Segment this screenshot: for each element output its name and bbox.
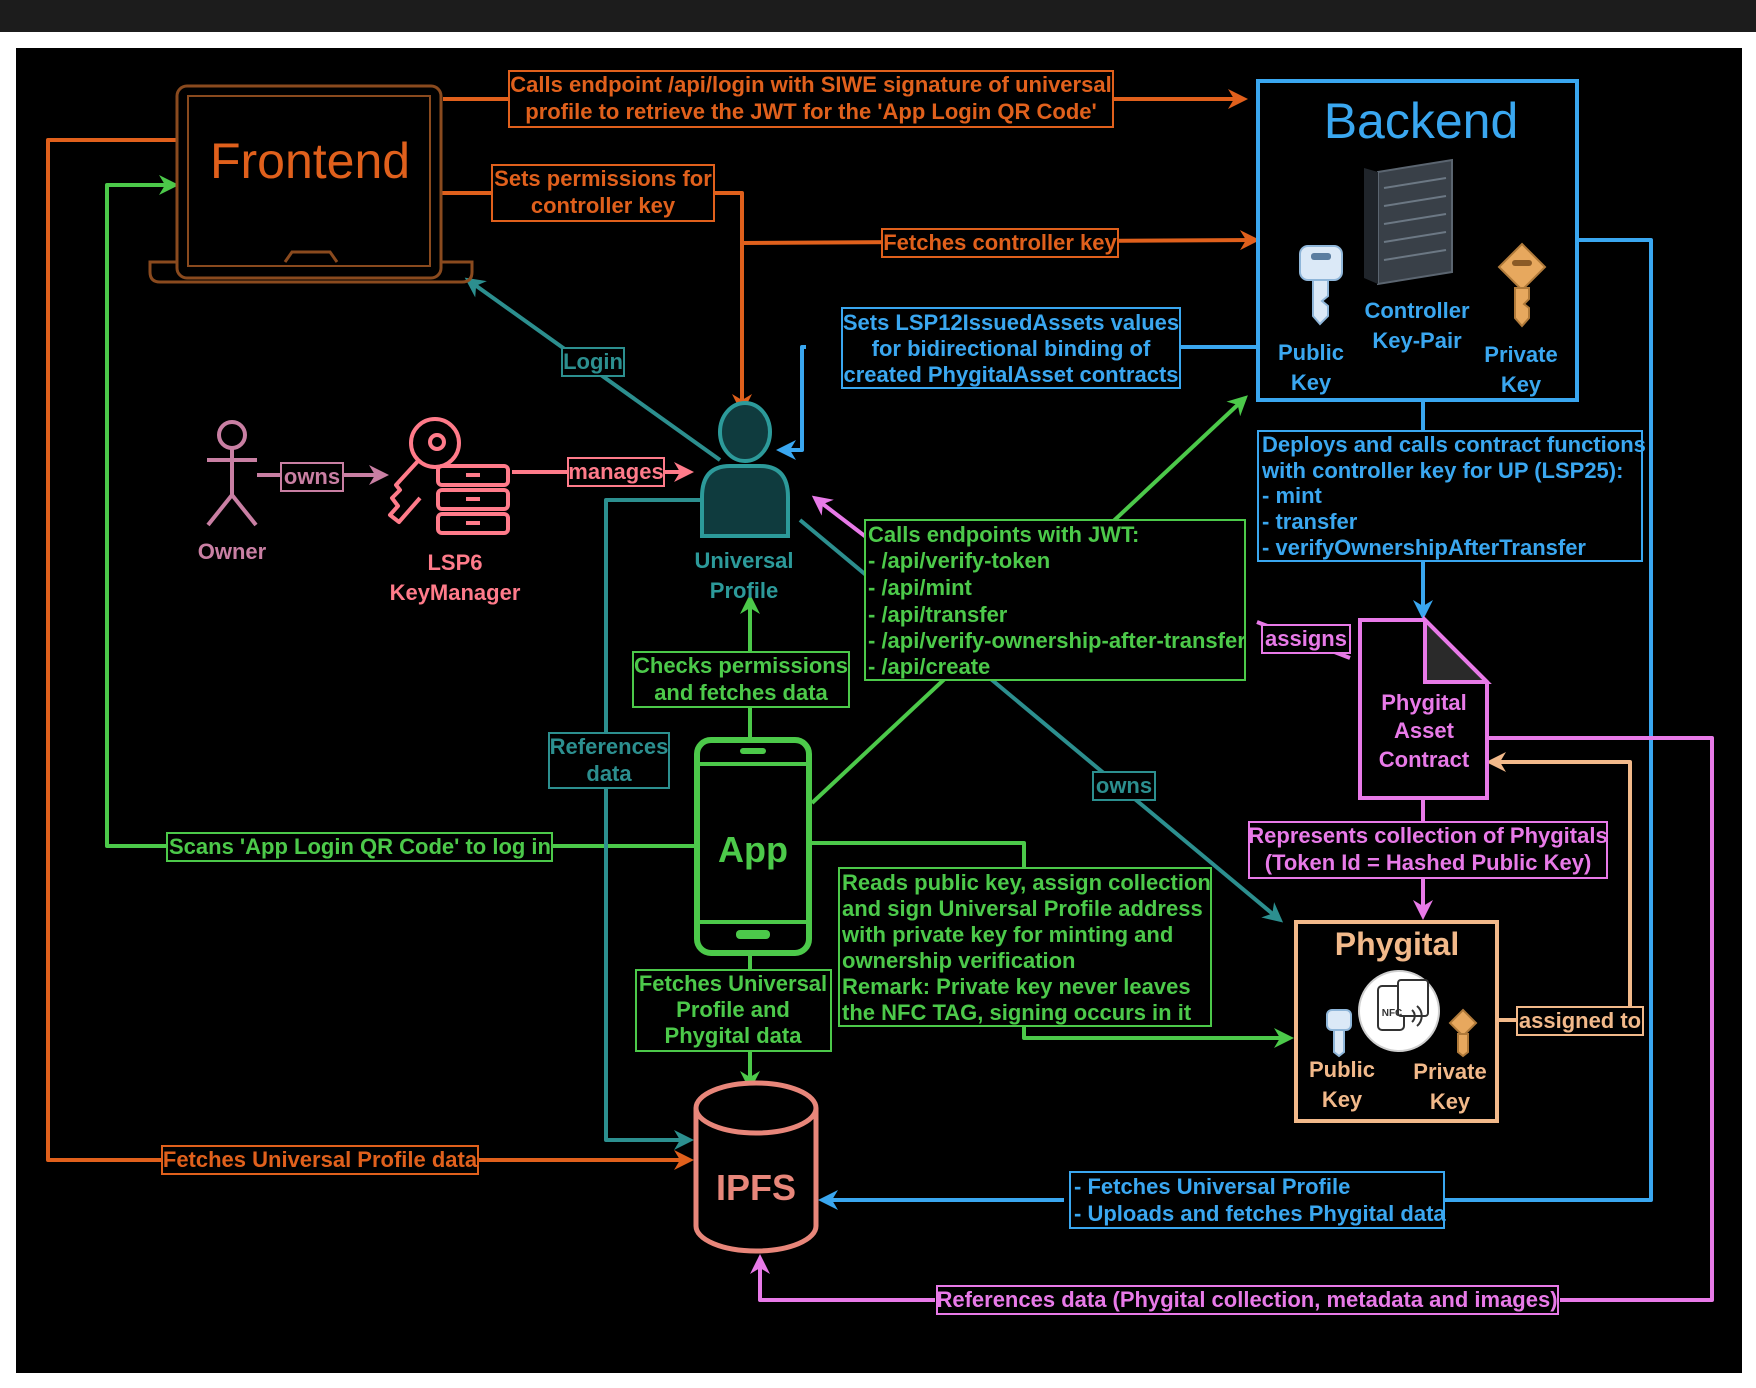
- svg-text:Scans 'App Login QR Code' to l: Scans 'App Login QR Code' to log in: [169, 834, 551, 859]
- frontend-laptop: Frontend: [148, 84, 474, 284]
- svg-text:Login: Login: [563, 349, 623, 374]
- laptop-base: [148, 260, 474, 284]
- svg-text:Fetches controller key: Fetches controller key: [883, 230, 1117, 255]
- label-frontend-fetches-up: Fetches Universal Profile data: [161, 1145, 479, 1175]
- edge-app-scans-qr: [105, 185, 697, 848]
- svg-text:- Fetches Universal Profile- U: - Fetches Universal Profile- Uploads and…: [1074, 1174, 1446, 1226]
- backend-frame: [1256, 79, 1579, 402]
- server-icon: [1364, 158, 1453, 286]
- edge-backend-ipfs: [822, 238, 1653, 1200]
- label-manages: manages: [567, 457, 665, 487]
- svg-text:Fetches Universal Profile data: Fetches Universal Profile data: [163, 1147, 478, 1172]
- key-icon: [1299, 245, 1343, 326]
- universal-profile-icon: [700, 401, 790, 538]
- svg-text:References data (Phygital coll: References data (Phygital collection, me…: [936, 1287, 1557, 1312]
- label-owns-phygital: owns: [1092, 771, 1156, 801]
- label-references-collection: References data (Phygital collection, me…: [936, 1285, 1559, 1315]
- phygital-title: Phygital: [1335, 926, 1459, 962]
- backend-title: Backend: [1324, 93, 1519, 149]
- svg-text:Calls endpoint /api/login with: Calls endpoint /api/login with SIWE sign…: [510, 72, 1111, 124]
- label-backend-ipfs: - Fetches Universal Profile- Uploads and…: [1069, 1171, 1446, 1229]
- edge-contract-references-ipfs: [760, 736, 1714, 1302]
- owner-actor: [206, 420, 258, 527]
- app-label: App: [718, 829, 788, 870]
- nfc-text: NFC: [1382, 1008, 1403, 1019]
- svg-text:manages: manages: [568, 459, 663, 484]
- key-icon: [1326, 1009, 1352, 1058]
- label-represents-collection: Represents collection of Phygitals(Token…: [1248, 821, 1608, 879]
- ipfs-database: IPFS: [693, 1080, 819, 1254]
- label-calls-endpoints: Calls endpoints with JWT:- /api/verify-t…: [864, 519, 1246, 681]
- label-frontend-backend-login: Calls endpoint /api/login with SIWE sign…: [508, 70, 1114, 128]
- app-phone: App: [694, 737, 812, 956]
- edge-up-references-ipfs: [604, 498, 700, 1150]
- laptop-screen-inner: [187, 95, 431, 267]
- nfc-chip-icon: NFC: [1358, 970, 1440, 1052]
- svg-text:assigned to: assigned to: [1519, 1008, 1641, 1033]
- svg-text:owns: owns: [1096, 773, 1152, 798]
- svg-text:assigns: assigns: [1265, 626, 1347, 651]
- owner-label: Owner: [198, 539, 267, 564]
- key-manager-icon: [388, 417, 510, 535]
- label-assigns: assigns: [1261, 624, 1351, 654]
- label-fetches-controller-key: Fetches controller key: [881, 228, 1119, 258]
- key-icon: [1448, 1008, 1478, 1058]
- label-owns-key-manager: owns: [280, 462, 344, 492]
- laptop-trackpad: [283, 250, 339, 263]
- label-scans-qr: Scans 'App Login QR Code' to log in: [166, 832, 553, 862]
- frontend-title: Frontend: [210, 133, 410, 189]
- edge-assigns-up: [811, 495, 872, 542]
- label-assigned-to: assigned to: [1516, 1006, 1644, 1036]
- label-login: Login: [561, 347, 625, 377]
- svg-text:owns: owns: [284, 464, 340, 489]
- svg-text:Deploys and calls contract fun: Deploys and calls contract functionswith…: [1261, 432, 1646, 560]
- svg-text:Calls endpoints with JWT:- /ap: Calls endpoints with JWT:- /api/verify-t…: [868, 522, 1246, 679]
- window-top-bar: [0, 0, 1756, 32]
- svg-text:Represents collection of Phygi: Represents collection of Phygitals(Token…: [1248, 823, 1607, 875]
- ipfs-label: IPFS: [716, 1167, 796, 1208]
- key-icon: [1497, 242, 1547, 328]
- edge-backend-sets-lsp12: [780, 345, 1256, 450]
